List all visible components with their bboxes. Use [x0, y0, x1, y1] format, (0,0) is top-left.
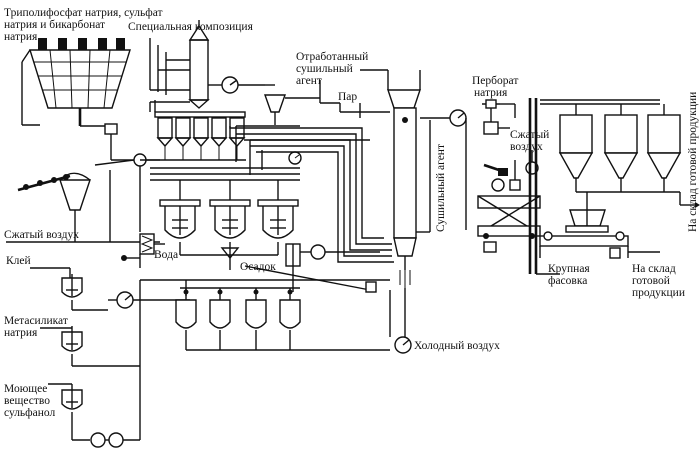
special-composition-column	[149, 20, 222, 109]
label-raw-salts-line3: натрия	[4, 31, 38, 43]
lower-holding-tanks	[175, 280, 390, 351]
label-large-packing-line2: фасовка	[548, 275, 587, 287]
perborate-dosing	[482, 99, 516, 135]
dosing-feeders	[140, 100, 246, 161]
pump-detergent-b	[108, 432, 124, 448]
label-drying-agent: Сушильный агент	[435, 144, 447, 232]
label-raw-salts-line1: Триполифосфат натрия, сульфат	[4, 7, 163, 19]
product-silos	[558, 104, 695, 206]
label-spent-agent-line1: Отработанный	[296, 51, 368, 63]
label-water: Вода	[154, 249, 178, 261]
mixer-motor	[491, 178, 505, 192]
label-warehouse-bottom-line3: продукции	[632, 287, 685, 299]
label-detergent-line2: вещество	[4, 395, 50, 407]
pump-detergent-a	[90, 432, 106, 448]
packing-machine	[539, 192, 629, 259]
label-metasilicate-line1: Метасиликат	[4, 315, 68, 327]
label-warehouse-vertical: На склад готовой продукции	[687, 92, 699, 232]
label-large-packing-line1: Крупная	[548, 263, 590, 275]
label-perborate-line1: Перборат	[472, 75, 518, 87]
tower-feed-lines	[229, 126, 394, 263]
label-compressed-air-right-line2: воздух	[510, 141, 543, 153]
mixer-discharge	[483, 241, 497, 253]
glue-tank	[30, 267, 108, 311]
label-detergent-line3: сульфанол	[4, 407, 55, 419]
label-detergent-line1: Моющее	[4, 383, 47, 395]
label-spent-agent-line2: сушильный	[296, 63, 353, 75]
label-glue: Клей	[6, 255, 31, 267]
transfer-valves	[244, 243, 380, 293]
label-steam: Пар	[338, 91, 357, 103]
label-raw-salts-line2: натрия и бикарбонат	[4, 19, 105, 31]
heat-exchanger	[139, 233, 155, 255]
label-cold-air: Холодный воздух	[414, 340, 500, 352]
label-compressed-air-right-line1: Сжатый	[510, 129, 549, 141]
label-compressed-air-left: Сжатый воздух	[4, 229, 79, 241]
label-warehouse-bottom-line2: готовой	[632, 275, 670, 287]
label-perborate-line2: натрия	[474, 87, 508, 99]
metasilicate-tank	[40, 326, 140, 367]
mixing-drum	[477, 160, 541, 239]
label-sediment: Осадок	[240, 261, 276, 273]
spray-drying-tower	[360, 69, 421, 345]
filter-funnel	[220, 247, 240, 260]
label-spent-agent-line3: агент	[296, 75, 322, 87]
detergent-tank	[48, 383, 90, 441]
cyclone-top	[264, 80, 340, 125]
label-warehouse-bottom-line1: На склад	[632, 263, 676, 275]
label-special-composition: Специальная композиция	[128, 21, 254, 33]
label-metasilicate-line2: натрия	[4, 327, 38, 339]
salt-hopper-array	[21, 38, 131, 160]
mixing-reactors	[159, 180, 299, 270]
cyclone-left	[59, 172, 91, 226]
